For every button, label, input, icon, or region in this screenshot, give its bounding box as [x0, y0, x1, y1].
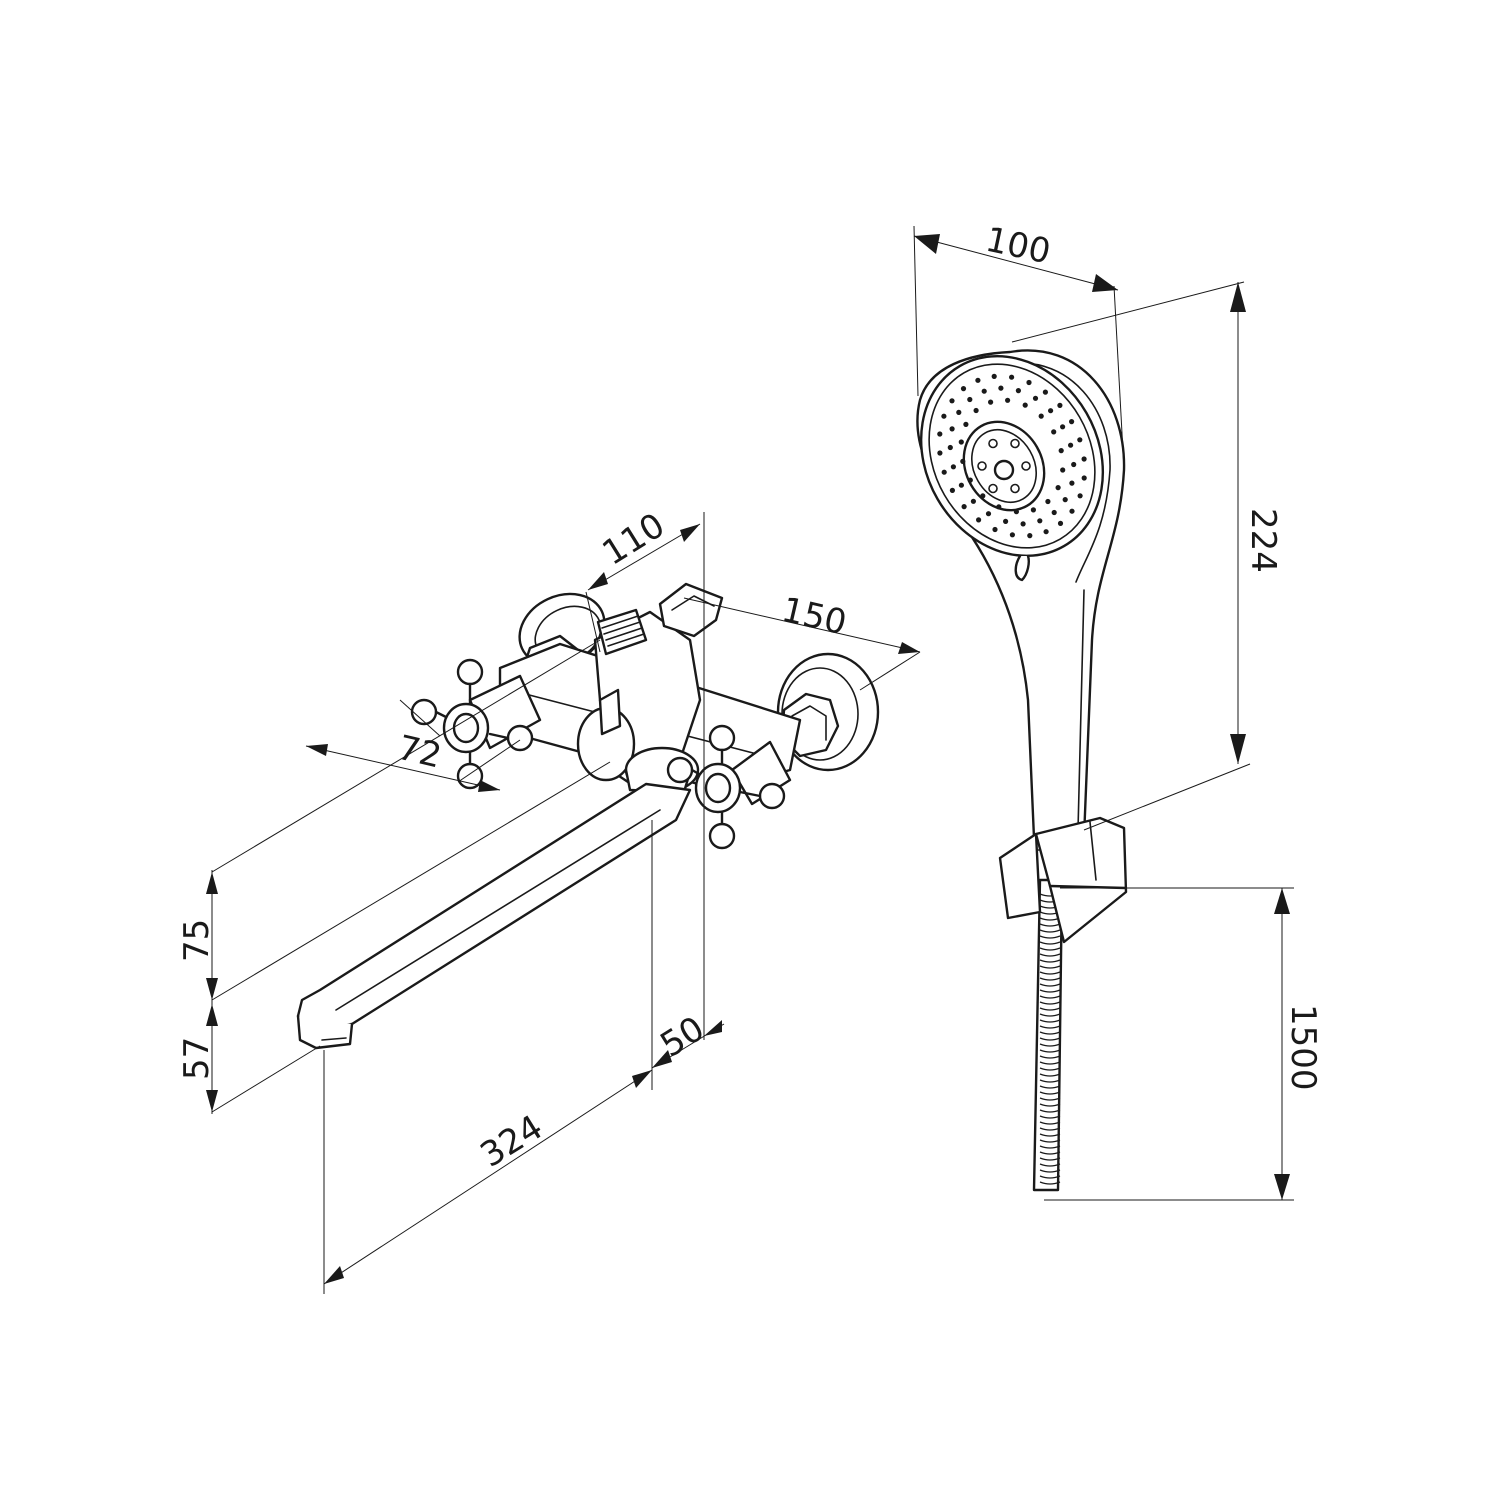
faucet-drawing: 110 150 72 75 57 50 324 — [177, 505, 921, 1294]
shower-hose — [1032, 878, 1064, 1192]
diverter-lever — [598, 688, 622, 736]
spout — [296, 782, 692, 1050]
dim-label-224: 224 — [1243, 508, 1283, 573]
dim-label-72: 72 — [394, 728, 445, 777]
handle-left — [410, 658, 542, 790]
dim-label-100: 100 — [982, 220, 1054, 273]
nozzle-pattern — [937, 373, 1087, 539]
dim-label-150: 150 — [778, 590, 850, 644]
dim-label-324: 324 — [474, 1107, 550, 1175]
handle-right — [666, 724, 792, 850]
shower-dimension-lines — [913, 225, 1294, 1201]
shower-drawing: 100 224 1500 — [913, 220, 1323, 1201]
body-holder-clip — [658, 582, 724, 638]
shower-outlet — [596, 608, 648, 656]
dim-label-75: 75 — [177, 919, 217, 962]
shower-handset — [916, 349, 1126, 851]
dim-label-1500: 1500 — [1283, 1004, 1323, 1091]
shower-holder — [998, 816, 1128, 944]
dim-label-57: 57 — [177, 1037, 217, 1080]
faucet-dimension-lines — [206, 512, 921, 1294]
